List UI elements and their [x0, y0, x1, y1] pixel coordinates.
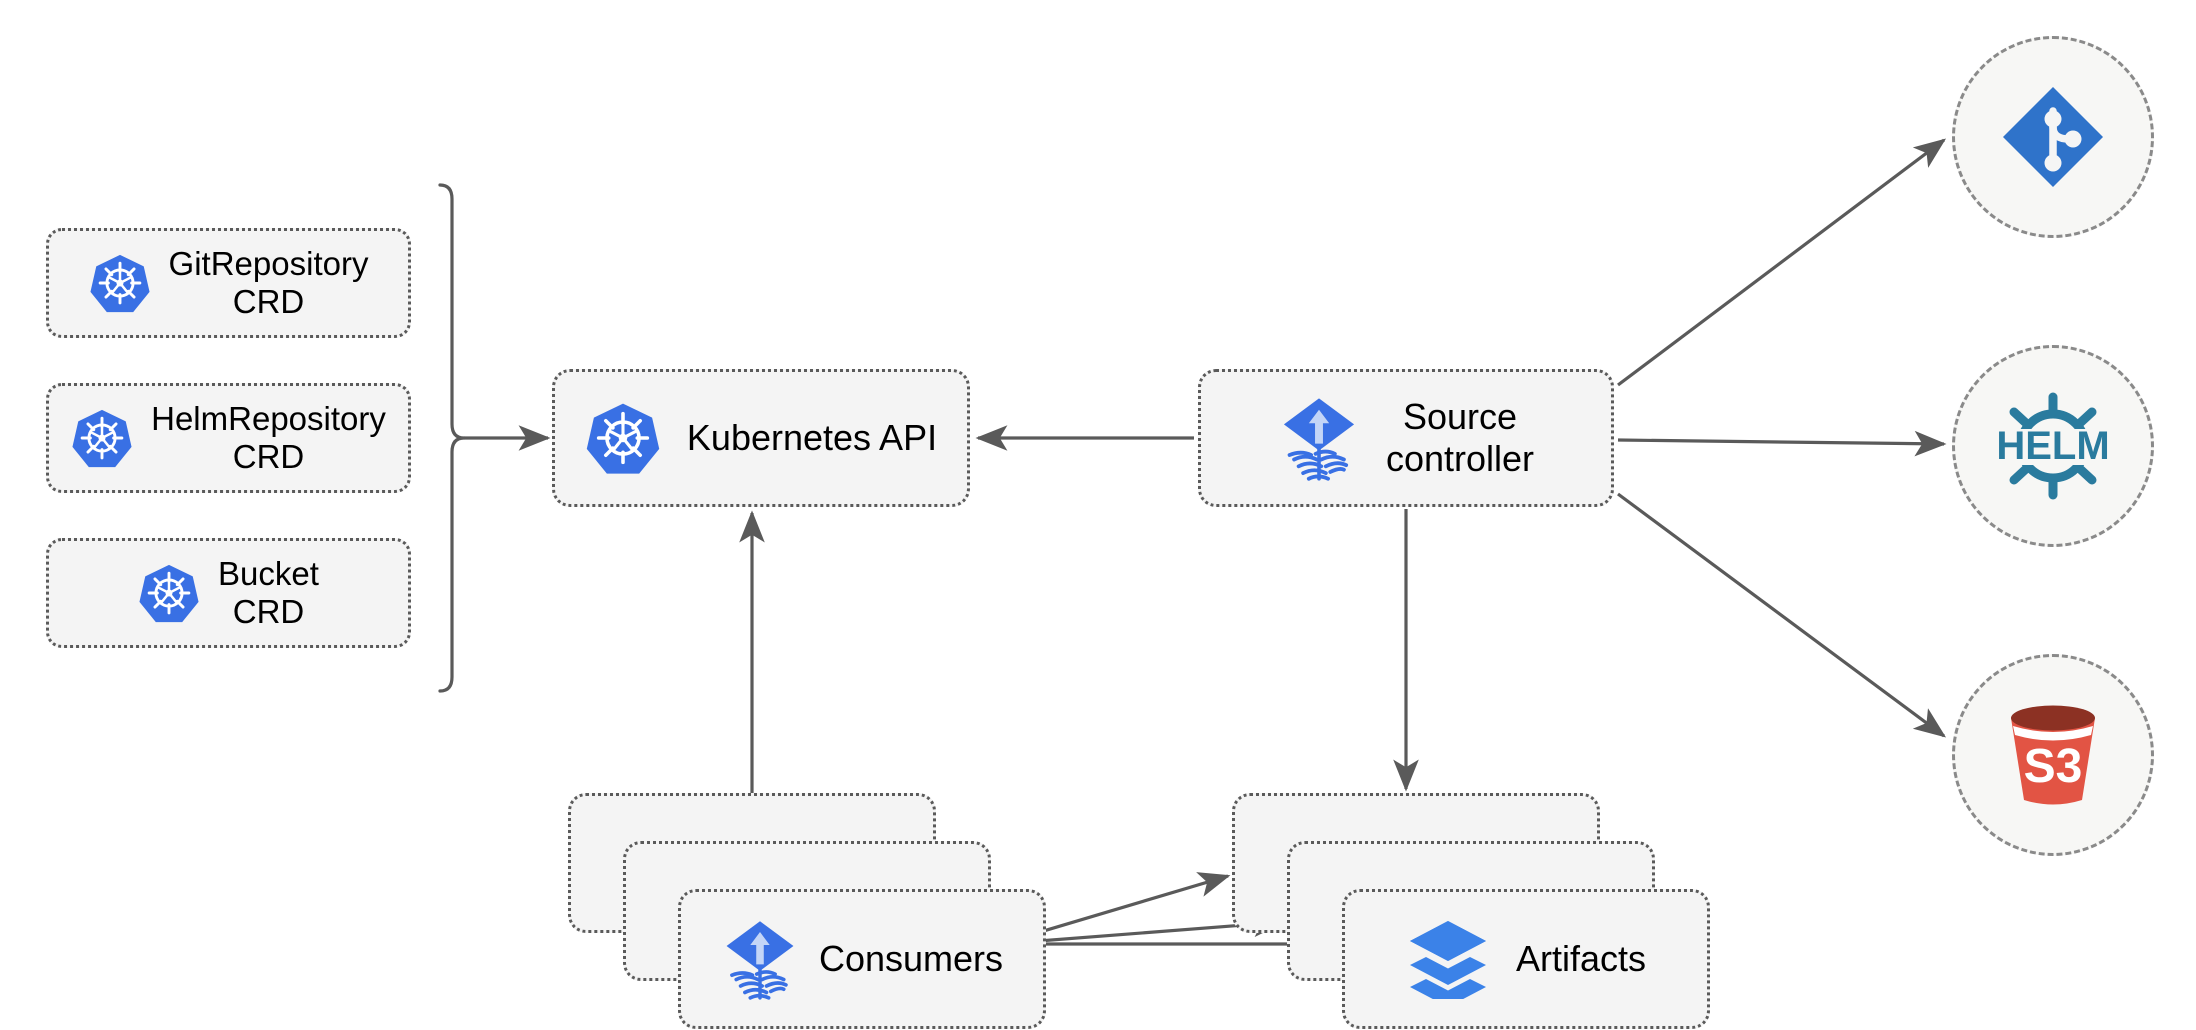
external-source-helm[interactable]: HELM — [1952, 345, 2154, 547]
node-kubernetes-api[interactable]: Kubernetes API — [552, 369, 970, 507]
edge-source-controller-to-git — [1617, 138, 1947, 387]
node-label: Artifacts — [1515, 938, 1647, 980]
node-bucket-crd[interactable]: Bucket CRD — [46, 538, 411, 648]
node-helmrepository-crd[interactable]: HelmRepository CRD — [46, 383, 411, 493]
crd-group-brace — [438, 183, 466, 693]
flux-icon — [721, 918, 799, 1000]
node-consumers[interactable]: Consumers — [678, 889, 1046, 1029]
node-source-controller[interactable]: Source controller — [1198, 369, 1614, 507]
s3-bucket-icon: S3 — [1994, 696, 2112, 814]
node-label: Kubernetes API — [686, 417, 938, 459]
git-icon — [1997, 81, 2109, 193]
external-source-git[interactable] — [1952, 36, 2154, 238]
edge-source-controller-to-helm — [1617, 430, 1947, 457]
node-artifacts[interactable]: Artifacts — [1342, 889, 1710, 1029]
edge-source-controller-to-s3 — [1617, 492, 1947, 738]
kubernetes-icon — [89, 252, 151, 314]
kubernetes-icon — [138, 562, 200, 624]
node-label: HelmRepository CRD — [151, 399, 386, 475]
kubernetes-icon — [71, 407, 133, 469]
helm-icon: HELM — [1989, 385, 2117, 507]
kubernetes-icon — [585, 400, 661, 476]
layers-icon — [1406, 919, 1490, 999]
node-label: Source controller — [1385, 396, 1535, 479]
node-gitrepository-crd[interactable]: GitRepository CRD — [46, 228, 411, 338]
s3-label: S3 — [2024, 740, 2083, 793]
node-label: Consumers — [818, 938, 1004, 980]
node-label: Bucket CRD — [218, 554, 319, 630]
helm-label: HELM — [1996, 424, 2109, 468]
external-source-s3[interactable]: S3 — [1952, 654, 2154, 856]
node-label: GitRepository CRD — [168, 244, 369, 320]
flux-icon — [1278, 395, 1360, 481]
